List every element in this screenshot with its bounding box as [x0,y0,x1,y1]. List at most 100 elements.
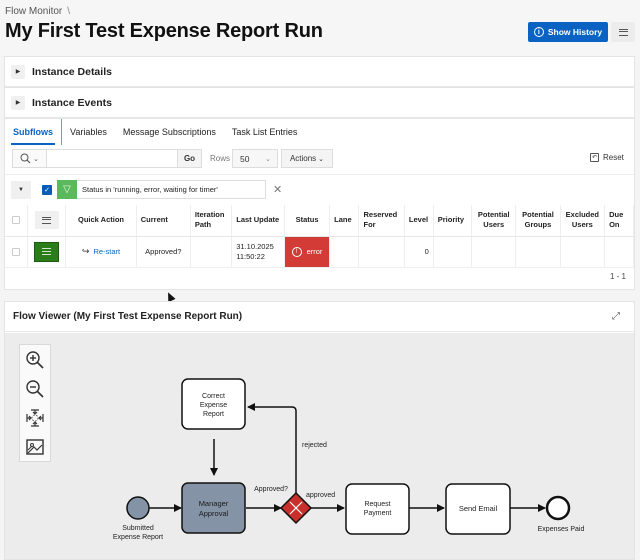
col-iteration-path[interactable]: Iteration Path [190,205,233,237]
gateway-approved[interactable]: Approved? [254,486,313,525]
svg-text:Expense: Expense [200,402,227,409]
edge-label-approved: approved [306,492,335,499]
go-button[interactable]: Go [177,150,201,167]
col-due-on[interactable]: Due On [604,205,634,237]
instance-details-header[interactable]: ▶ Instance Details [5,57,634,87]
download-image-icon [26,438,44,455]
select-all-checkbox[interactable] [12,216,21,225]
page-title: My First Test Expense Report Run [5,20,323,42]
rows-select[interactable]: 50 ⌄ [232,149,278,168]
quick-action-cell: ↪Re-start [65,236,137,268]
search-input[interactable] [47,150,177,167]
column-menu-button[interactable] [34,211,59,230]
col-status[interactable]: Status [284,205,331,237]
task-correct-expense-report[interactable]: Correct Expense Report [181,378,246,430]
search-column-selector[interactable]: ⌄ [13,150,47,167]
flow-diagram-canvas[interactable]: Submitted Expense Report Correct Expense… [5,333,634,559]
zoom-in-icon [26,350,44,369]
tab-message-subscriptions[interactable]: Message Subscriptions [122,127,216,137]
filter-enable-checkbox[interactable]: ✓ [42,185,52,195]
select-all-checkbox-cell[interactable] [5,205,29,237]
task-manager-approval[interactable]: Manager Approval [181,482,246,534]
col-reserved-for[interactable]: Reserved For [358,205,405,237]
reset-icon: ↶ [590,153,599,162]
svg-text:Send Email: Send Email [459,504,498,513]
tab-task-list-entries[interactable]: Task List Entries [231,127,298,137]
svg-text:Expense Report: Expense Report [113,534,163,541]
end-event[interactable]: Expenses Paid [538,495,585,533]
restart-link[interactable]: ↪Re-start [70,246,131,257]
col-current[interactable]: Current [136,205,191,237]
col-quick-action[interactable]: Quick Action [65,205,137,237]
start-event[interactable]: Submitted Expense Report [113,496,163,541]
status-badge: !error [284,236,330,267]
row-checkbox[interactable] [12,247,21,256]
col-level[interactable]: Level [404,205,434,237]
reset-label: Reset [603,153,624,162]
chevron-down-icon: ⌄ [318,155,325,163]
reserved-for-cell [358,236,405,268]
col-potential-groups[interactable]: Potential Groups [515,205,561,237]
row-menu-header[interactable] [27,205,67,237]
col-potential-users[interactable]: Potential Users [471,205,517,237]
actions-menu-button[interactable]: Actions ⌄ [281,149,333,168]
svg-text:Payment: Payment [364,510,392,517]
expand-icon[interactable]: ⤢ [612,311,620,322]
svg-text:Approved?: Approved? [254,486,288,493]
task-request-payment[interactable]: Request Payment [345,483,410,535]
col-excluded-users[interactable]: Excluded Users [560,205,606,237]
col-lane[interactable]: Lane [329,205,360,237]
status-label: error [306,247,323,256]
chevron-down-icon: ⌄ [33,155,39,163]
rows-label: Rows [210,154,231,163]
col-last-update[interactable]: Last Update [231,205,285,237]
zoom-in-button[interactable] [20,345,50,374]
tab-subflows[interactable]: Subflows [5,119,61,145]
info-circle-icon: i [533,27,544,37]
row-menu-cell[interactable] [27,236,67,268]
col-priority[interactable]: Priority [433,205,473,237]
search-bar: ⌄ Go [12,149,202,168]
fit-to-screen-button[interactable] [20,403,50,432]
potential-groups-cell [515,236,561,268]
hamburger-icon [618,28,628,36]
breadcrumb: Flow Monitor\ [5,6,70,17]
status-cell: !error [284,236,331,268]
expand-triangle-icon[interactable]: ▶ [11,64,25,79]
page-menu-button[interactable] [611,22,635,42]
restart-arrow-icon: ↪ [81,246,90,256]
diagram-zoom-toolbar [19,344,51,462]
filter-collapse-toggle[interactable]: ▼ [11,181,31,199]
svg-text:Submitted: Submitted [122,525,154,532]
actions-label: Actions [289,154,317,163]
filter-bar: ▼ ✓ ▽ Status in 'running, error, waiting… [4,175,635,205]
search-icon [20,153,31,164]
instance-events-label: Instance Events [32,96,112,109]
tab-variables[interactable]: Variables [61,119,115,145]
svg-text:Manager: Manager [199,499,229,508]
row-actions-button[interactable] [34,241,60,262]
close-icon[interactable]: ✕ [273,184,283,196]
breadcrumb-flow-monitor[interactable]: Flow Monitor [5,6,63,17]
expand-triangle-icon[interactable]: ▶ [11,95,25,110]
task-send-email[interactable]: Send Email [445,483,511,535]
instance-events-header[interactable]: ▶ Instance Events [5,88,634,118]
excluded-users-cell [560,236,606,268]
instance-details-label: Instance Details [32,65,112,78]
iteration-path-cell [190,236,233,268]
download-image-button[interactable] [20,432,50,461]
subflows-grid: Quick Action Current Iteration Path Last… [4,205,635,290]
bpmn-diagram: Submitted Expense Report Correct Expense… [113,378,585,541]
row-select-cell[interactable] [5,236,29,268]
zoom-out-button[interactable] [20,374,50,403]
lane-cell [329,236,360,268]
show-history-button[interactable]: i Show History [528,22,608,42]
potential-users-cell [471,236,517,268]
hamburger-icon [42,216,52,224]
filter-text[interactable]: Status in 'running, error, waiting for t… [77,180,266,199]
hamburger-icon [42,248,52,255]
reset-button[interactable]: ↶ Reset [590,153,624,162]
filter-funnel-icon: ▽ [57,180,77,199]
